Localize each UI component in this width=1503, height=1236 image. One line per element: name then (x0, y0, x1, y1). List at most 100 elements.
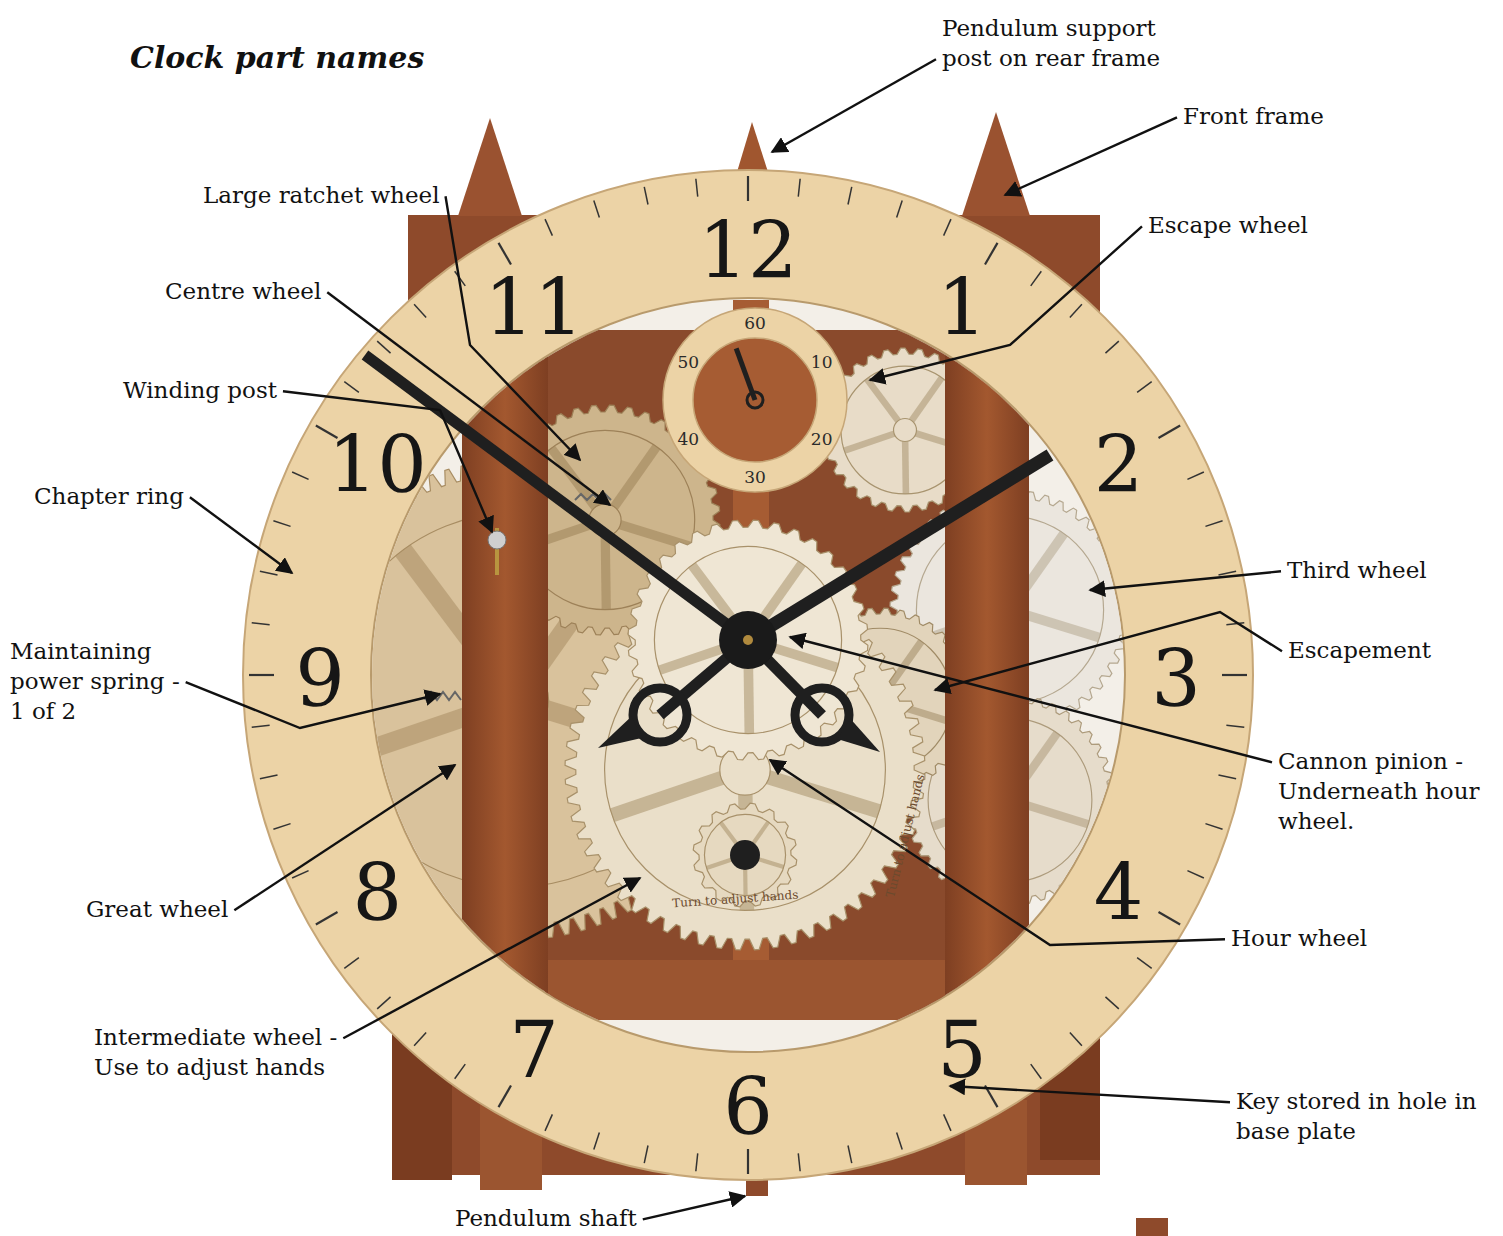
hour-numeral: 2 (1094, 426, 1144, 504)
part-label: Escapement (1288, 636, 1431, 666)
maintaining-power-spring (575, 494, 611, 500)
seconds-pivot (747, 392, 763, 408)
minute-tick (1226, 725, 1244, 727)
hour-numeral: 7 (509, 1011, 559, 1089)
hour-numeral: 10 (328, 426, 427, 504)
minute-tick (316, 912, 338, 925)
movement (275, 290, 1130, 1020)
hour-numeral: 4 (1094, 854, 1144, 932)
minute-tick (1187, 472, 1203, 479)
part-label: Winding post (123, 376, 277, 406)
pendulum-bob-edge (1136, 1218, 1168, 1236)
minute-tick (249, 674, 274, 676)
hour-numeral: 12 (698, 212, 797, 290)
minute-tick (499, 1085, 512, 1107)
minute-tick (1137, 958, 1152, 969)
part-label: Third wheel (1287, 556, 1427, 586)
leader-line (1090, 571, 1281, 590)
part-label: Escape wheel (1148, 211, 1308, 241)
part-label: Centre wheel (165, 277, 321, 307)
winding-post (488, 531, 506, 549)
minute-tick (1205, 521, 1222, 527)
minute-tick (455, 1064, 466, 1079)
part-label: Front frame (1183, 102, 1324, 132)
minute-tick (848, 187, 852, 205)
leader-line (643, 1196, 745, 1219)
leader-line (950, 1086, 1230, 1102)
minute-tick (1187, 871, 1203, 878)
part-label: Cannon pinion - Underneath hour wheel. (1278, 747, 1483, 837)
minute-tick (344, 382, 359, 393)
hour-numeral: 8 (353, 854, 403, 932)
minute-tick (545, 1114, 552, 1130)
minute-tick (1222, 674, 1247, 676)
minute-tick (1137, 382, 1152, 393)
hour-hand (748, 455, 1050, 640)
minute-tick (798, 1153, 800, 1171)
minute-tick (747, 176, 749, 201)
minute-tick (644, 1145, 648, 1163)
minute-tick (252, 623, 270, 625)
minute-tick (260, 571, 278, 575)
minute-tick (944, 219, 951, 235)
leader-line (935, 612, 1282, 690)
minute-tick (377, 997, 390, 1009)
diagram-title: Clock part names (130, 40, 424, 76)
part-label: Large ratchet wheel (203, 181, 440, 211)
gear-teeth (628, 520, 868, 760)
minute-tick (644, 187, 648, 205)
frame-spire (962, 112, 1030, 216)
seconds-numeral: 10 (811, 353, 833, 370)
frame-spire (458, 118, 522, 216)
leader-line (790, 637, 1272, 762)
part-label: Pendulum shaft (455, 1204, 637, 1234)
front-frame-post (462, 290, 548, 1020)
centre-knob (719, 611, 777, 669)
leader-line (1005, 117, 1177, 195)
minute-tick (1158, 912, 1180, 925)
hand-counterweight (633, 688, 687, 742)
minute-tick (1070, 304, 1082, 317)
gear (565, 590, 925, 950)
minute-tick (273, 824, 290, 830)
minute-tick (377, 341, 390, 353)
minute-tick (1031, 1064, 1042, 1079)
minute-tick (1105, 341, 1118, 353)
seconds-numeral: 30 (744, 469, 766, 486)
leader-line (770, 760, 1225, 945)
minute-tick (414, 1032, 426, 1045)
part-label: Key stored in hole in base plate (1236, 1087, 1494, 1147)
hour-numeral: 5 (937, 1011, 987, 1089)
adjust-knob (730, 840, 760, 870)
minute-tick (747, 1149, 749, 1174)
minute-tick (696, 1153, 698, 1171)
minute-tick (344, 958, 359, 969)
seconds-numeral: 40 (677, 430, 699, 447)
minute-tick (1105, 997, 1118, 1009)
part-label: Maintaining power spring - 1 of 2 (10, 637, 195, 727)
gear-rim-hole (704, 814, 785, 895)
hand-tip (837, 719, 880, 752)
gear-hub (894, 419, 917, 442)
part-label: Pendulum support post on rear frame (942, 14, 1167, 74)
gear (628, 520, 868, 760)
minute-tick (1218, 775, 1236, 779)
minute-tick (848, 1145, 852, 1163)
chapter-ring (243, 170, 1253, 1180)
minute-tick (985, 243, 998, 265)
minute-tick (1070, 1032, 1082, 1045)
minute-tick (252, 725, 270, 727)
minute-tick (594, 1132, 600, 1149)
minute-tick (273, 521, 290, 527)
hour-numeral: 11 (484, 269, 583, 347)
minute-tick (499, 243, 512, 265)
leader-line (234, 765, 455, 910)
hour-numeral: 1 (937, 269, 987, 347)
pendulum-support-post (737, 122, 768, 172)
hour-numeral: 3 (1151, 640, 1201, 718)
seconds-dial-hole (693, 338, 817, 462)
hour-numeral: 9 (295, 640, 345, 718)
hour-numeral: 6 (723, 1068, 773, 1146)
part-label: Chapter ring (34, 482, 184, 512)
minute-tick (1205, 824, 1222, 830)
